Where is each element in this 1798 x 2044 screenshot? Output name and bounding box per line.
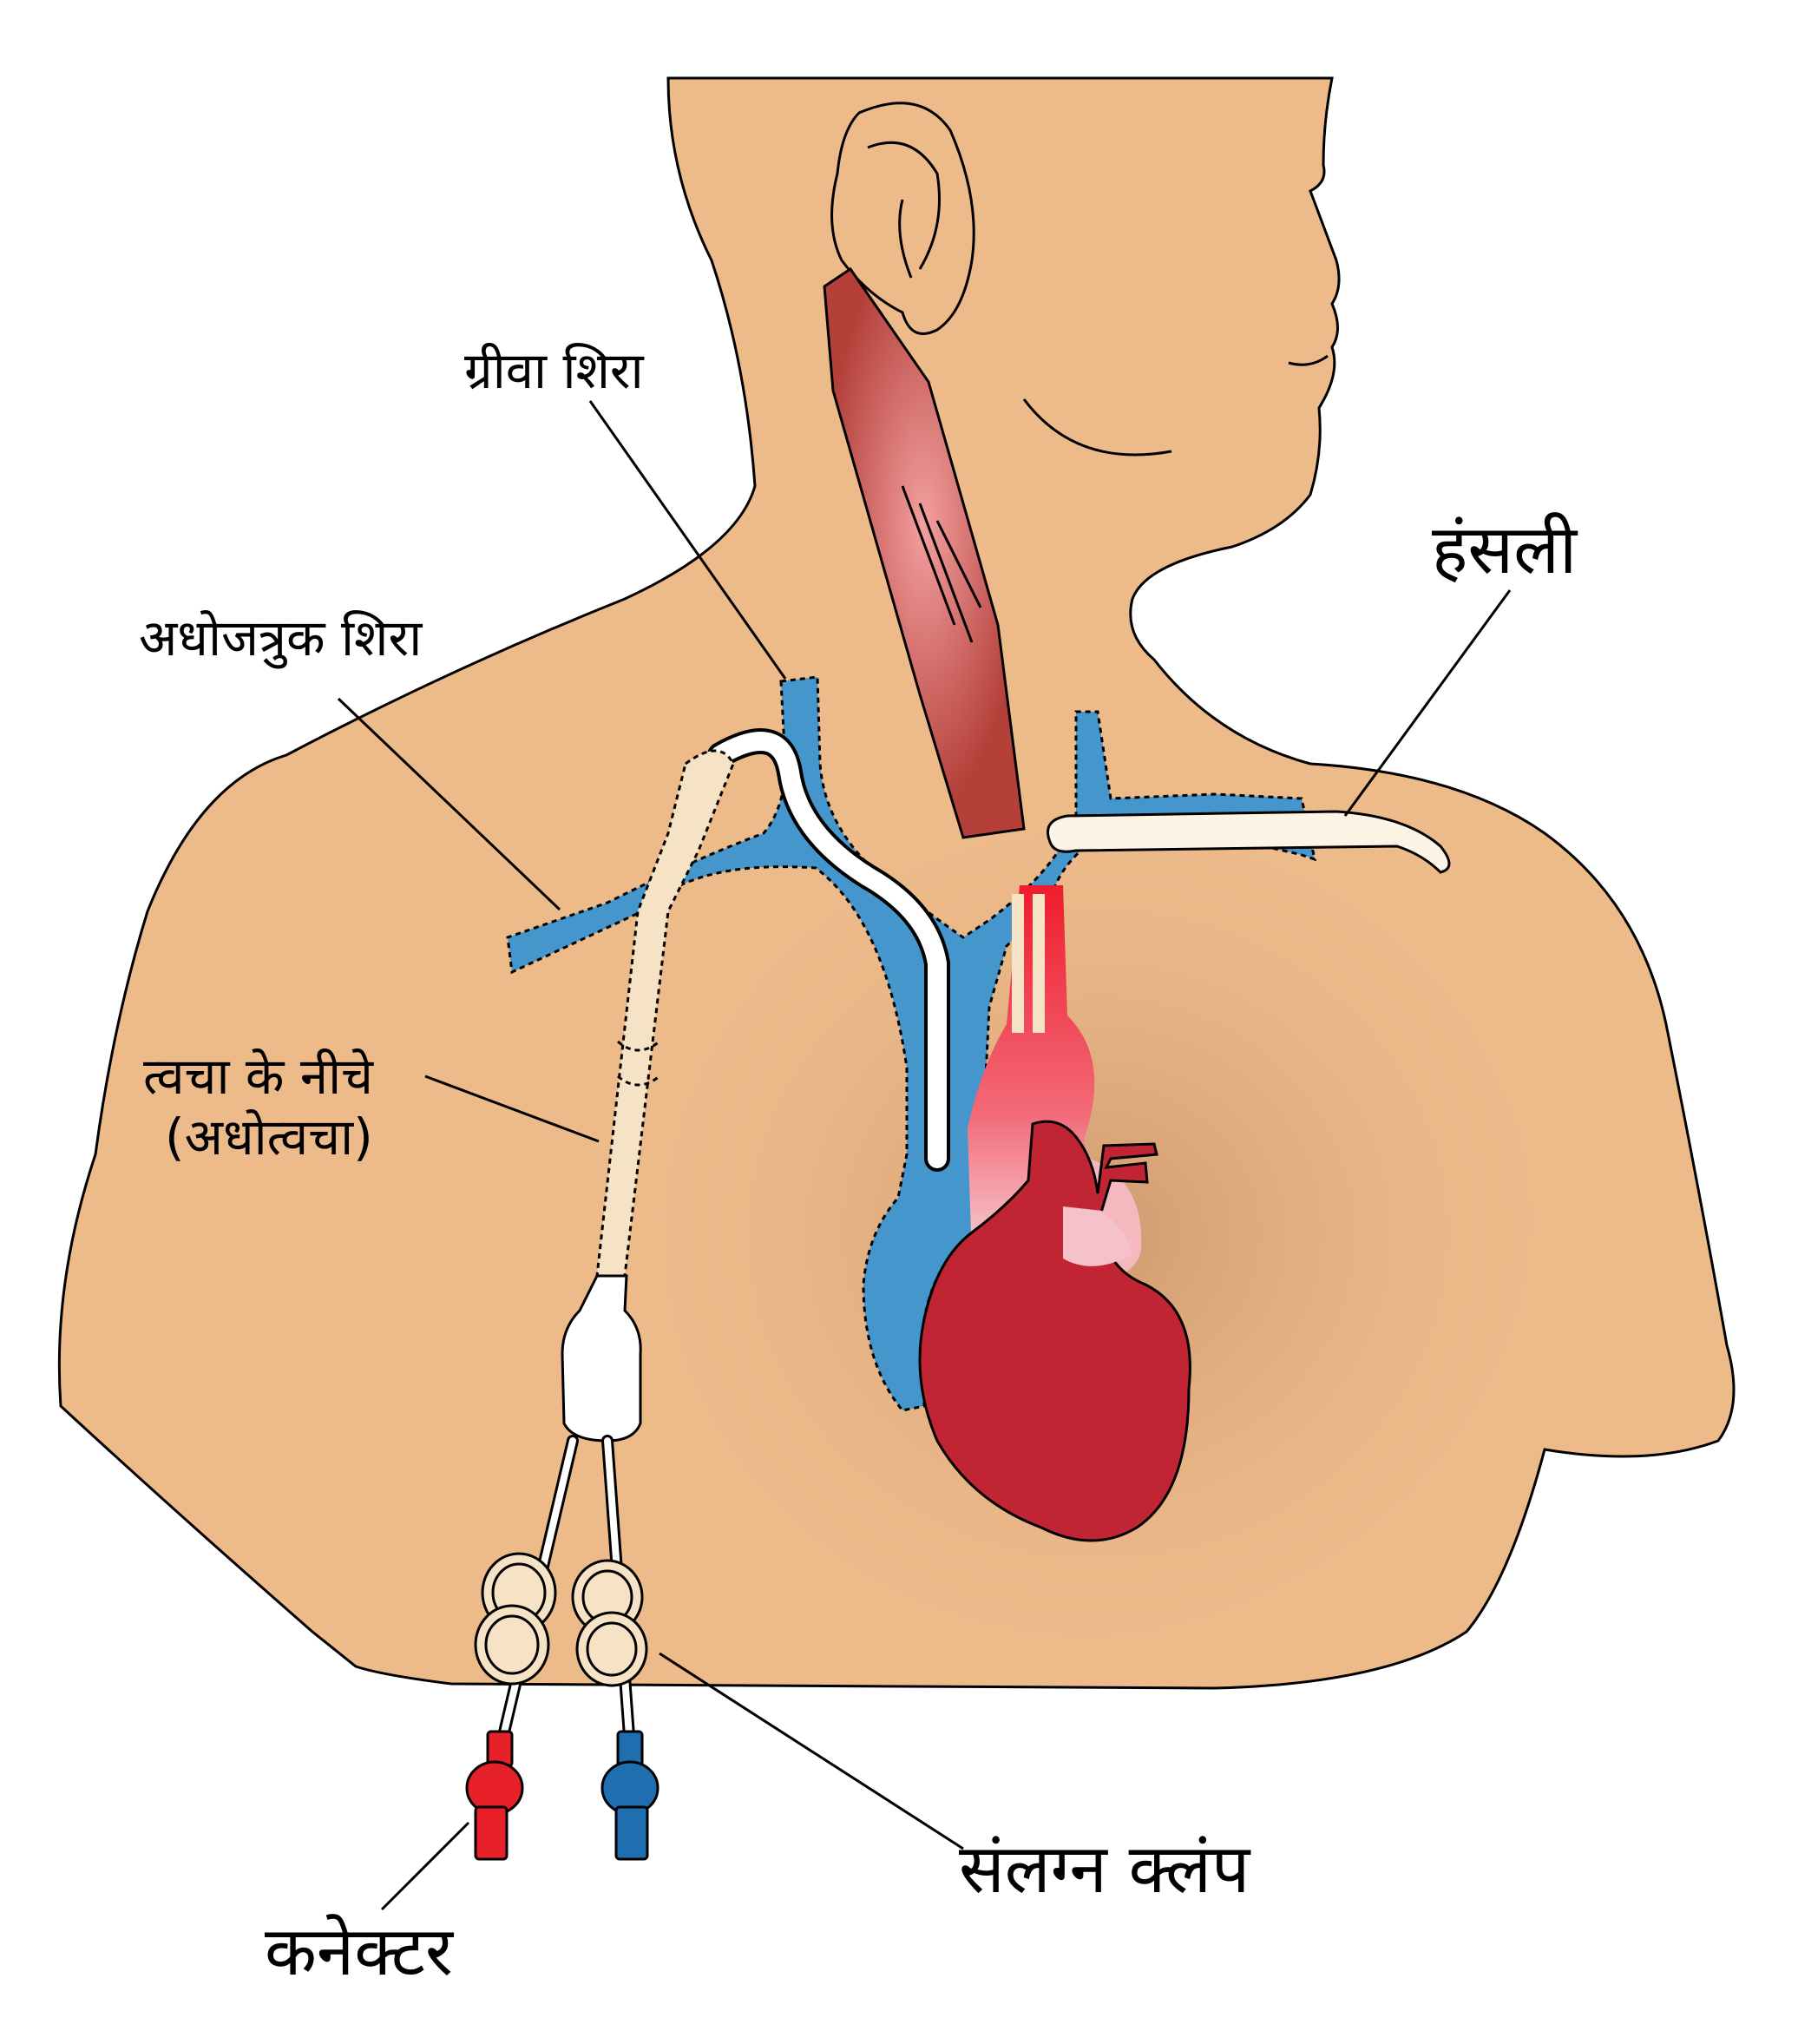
leader-subclavian <box>337 697 561 911</box>
clamp-left <box>474 1552 557 1686</box>
ear-icon <box>830 102 975 335</box>
leader-jugular <box>588 400 787 680</box>
label-subclavian-vein: अधोजत्रुक शिरा <box>139 608 423 669</box>
mouth-line <box>1288 354 1329 366</box>
red-connector-icon <box>465 1730 524 1861</box>
clamp-right <box>571 1559 648 1687</box>
neck-muscle <box>823 266 1026 839</box>
leader-clamp <box>659 1652 964 1850</box>
label-subcutaneous-1: त्वचा के नीचे <box>143 1047 374 1106</box>
label-jugular-vein: ग्रीवा शिरा <box>464 341 645 400</box>
label-clavicle: हंसली <box>1432 511 1578 589</box>
jaw-line <box>1022 398 1172 457</box>
blue-connector-icon <box>600 1730 659 1861</box>
venous-catheter-core <box>711 732 947 1168</box>
heart <box>918 1120 1191 1542</box>
clavicle-bone <box>1047 810 1451 874</box>
inner-catheter <box>1012 894 1045 1033</box>
label-connector: कनेक्टर <box>265 1913 455 1991</box>
muscle-fibers <box>901 485 982 643</box>
label-attached-clamp: संलग्न क्लंप <box>959 1830 1251 1909</box>
leader-subcutaneous <box>424 1075 600 1143</box>
heart-highlight <box>1063 1206 1132 1266</box>
label-subcutaneous-2: (अधोत्वचा) <box>165 1107 373 1167</box>
cuff-marker <box>617 1040 660 1087</box>
leader-connector <box>380 1821 470 1911</box>
leader-clavicle <box>1343 589 1512 817</box>
ear-inner-icon <box>867 141 941 279</box>
